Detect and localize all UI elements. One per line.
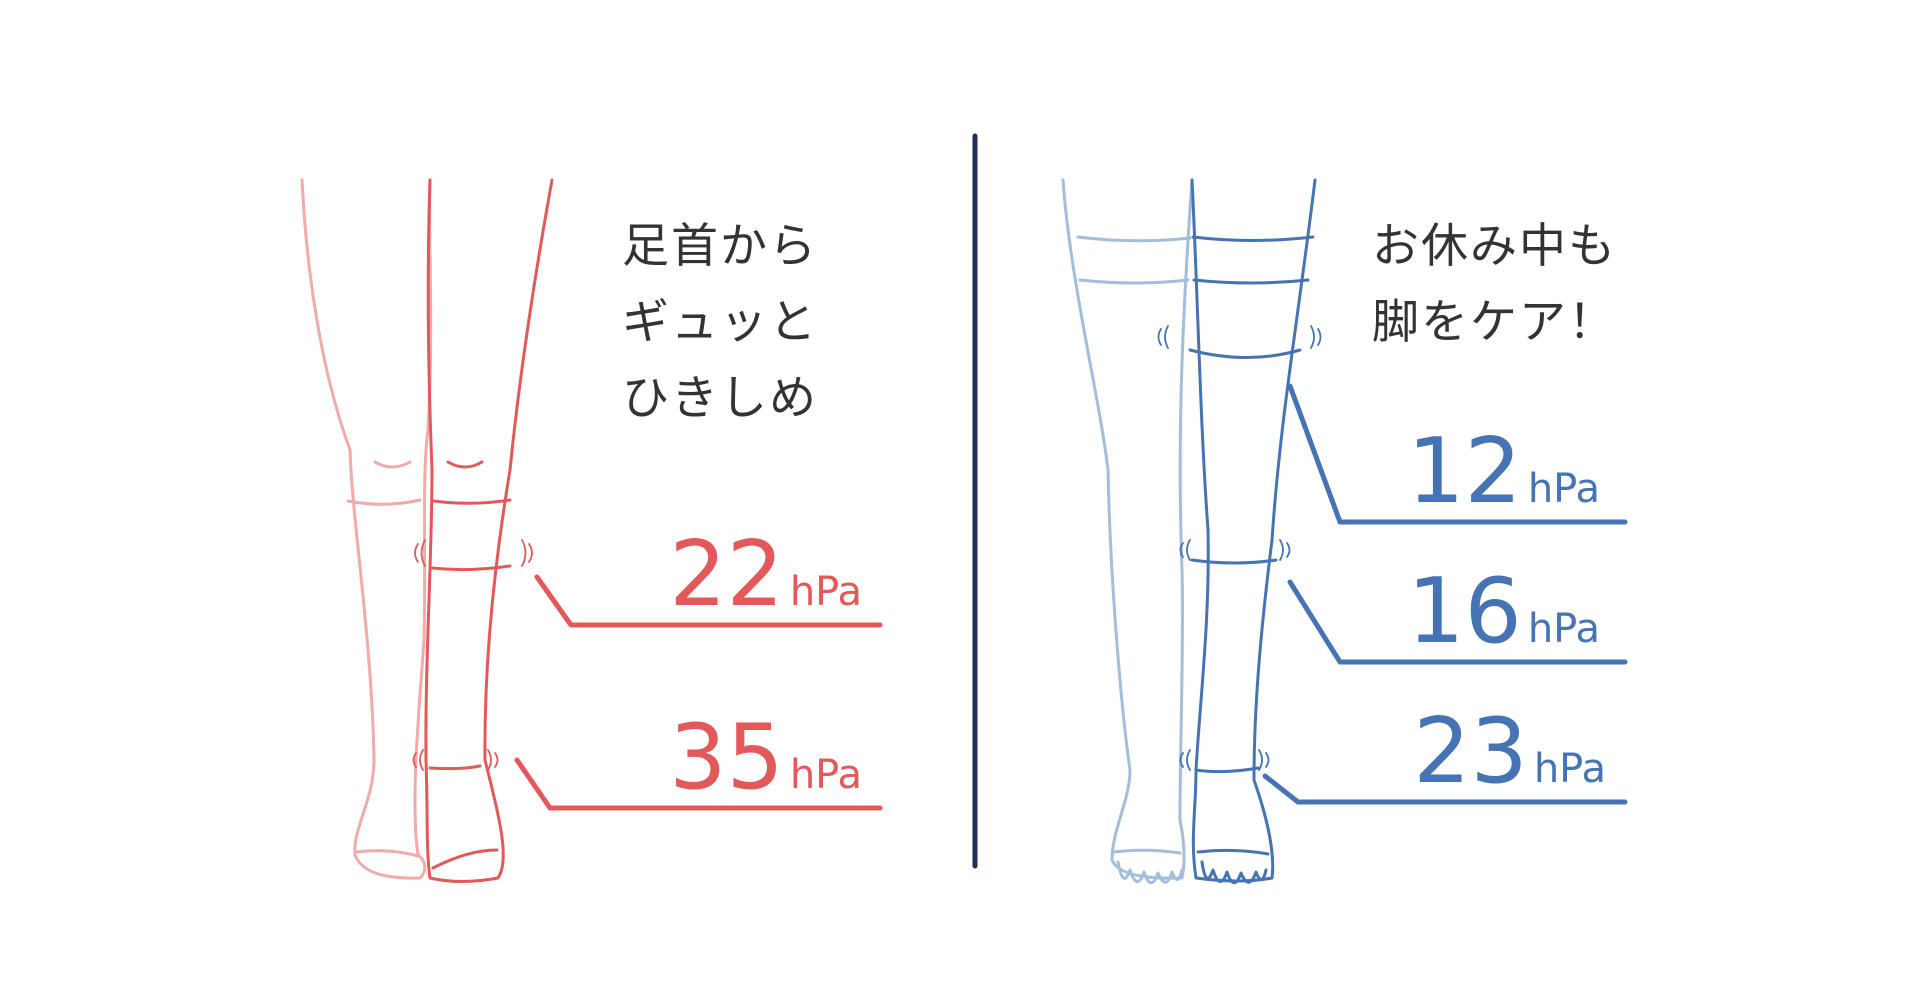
- right-back-leg: [1061, 178, 1194, 885]
- leader-line-23: [1262, 773, 1628, 805]
- left-caption-line-2: ギュッと: [622, 295, 818, 350]
- right-caption-line-1: お休み中も: [1372, 219, 1617, 274]
- left-compression-marks: [412, 539, 533, 771]
- right-caption: お休み中も 脚をケア！: [1372, 219, 1617, 350]
- right-compression-marks: [1157, 325, 1322, 771]
- left-caption: 足首から ギュッと ひきしめ: [622, 219, 818, 426]
- leader-line-12: [1287, 383, 1628, 525]
- leader-line-22: [534, 574, 883, 628]
- leader-line-16: [1287, 579, 1628, 665]
- left-back-leg: [300, 178, 433, 880]
- left-caption-line-3: ひきしめ: [622, 371, 818, 426]
- left-front-leg: [424, 178, 554, 883]
- left-leader-lines: [514, 574, 883, 811]
- right-caption-line-2: 脚をケア！: [1372, 295, 1617, 350]
- leader-line-35: [514, 757, 883, 811]
- left-caption-line-1: 足首から: [622, 219, 818, 274]
- right-leader-lines: [1262, 383, 1628, 805]
- right-front-leg: [1188, 178, 1317, 885]
